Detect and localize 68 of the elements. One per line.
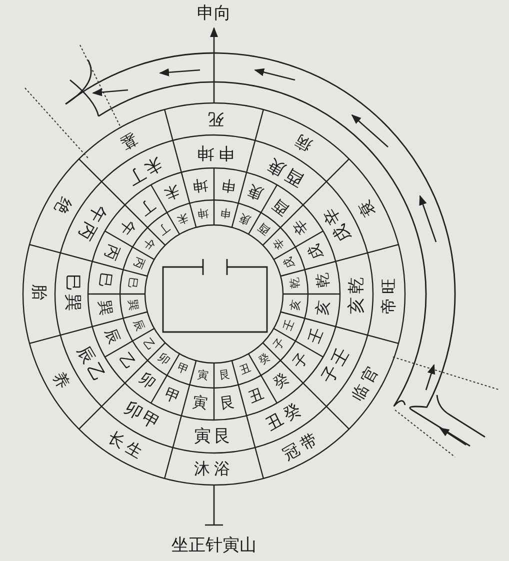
stage-label: 病 xyxy=(288,130,314,154)
stage-label: 死 xyxy=(204,111,224,127)
mountain-label: 戌辛 xyxy=(320,201,355,244)
mountain-label: 酉庚 xyxy=(264,153,307,188)
mountain-label: 申 xyxy=(220,176,237,194)
mountain-label: 巳巽 xyxy=(63,274,80,314)
mountain-label: 卯 xyxy=(156,350,172,366)
stage-label: 胎 xyxy=(31,284,47,304)
mountain-label: 辛 xyxy=(290,216,312,238)
mountain-label: 亥 xyxy=(314,300,332,317)
mountain-label: 未 xyxy=(176,212,190,226)
mountain-label: 艮 xyxy=(220,394,237,412)
mountain-label: 坤 xyxy=(197,207,210,220)
mountain-label: 丑 xyxy=(238,362,252,376)
mountain-label: 巽 xyxy=(127,298,140,311)
mountain-label: 巽 xyxy=(96,300,114,317)
mountain-label: 丙 xyxy=(132,256,146,270)
mountain-label: 乾 xyxy=(288,277,301,290)
mountain-label: 丁 xyxy=(136,196,158,218)
mountain-label: 壬 xyxy=(306,326,326,346)
mountain-label: 甲 xyxy=(176,362,190,376)
mountain-label: 亥乾 xyxy=(348,274,365,314)
mountain-label: 巳 xyxy=(96,271,114,288)
mountain-label: 乙 xyxy=(116,350,138,372)
mountain-label: 午丙 xyxy=(73,201,108,244)
mountain-label: 亥 xyxy=(288,298,301,311)
mountain-label: 子 xyxy=(270,336,286,352)
mountain-label: 辰乙 xyxy=(73,344,108,387)
mountain-label: 寅 xyxy=(197,368,210,381)
mountain-label: 壬 xyxy=(282,318,296,332)
mountain-label: 酉 xyxy=(270,196,292,218)
mountain-label: 癸 xyxy=(256,350,272,366)
mountain-label: 丑 xyxy=(246,386,266,406)
stage-label: 养 xyxy=(50,368,74,394)
direction-label: 申向 xyxy=(197,6,231,22)
mountain-label: 申坤 xyxy=(194,143,234,160)
mountain-label: 乾 xyxy=(314,271,332,288)
mountain-label: 戌 xyxy=(306,242,326,262)
mountain-label: 庚 xyxy=(238,212,252,226)
mountain-label: 丁 xyxy=(156,222,172,238)
mountain-label: 癸 xyxy=(270,370,292,392)
mountain-label: 辰 xyxy=(132,318,146,332)
mountain-label: 甲 xyxy=(162,386,182,406)
mountain-label: 未 xyxy=(162,182,182,202)
mountain-label: 寅艮 xyxy=(194,428,234,445)
mountain-label: 申 xyxy=(218,207,231,220)
mountain-label: 寅 xyxy=(191,394,208,412)
mountain-label: 酉 xyxy=(256,222,272,238)
mountain-label: 乙 xyxy=(142,336,158,352)
mountain-label: 戌 xyxy=(282,256,296,270)
mountain-label: 子 xyxy=(290,350,312,372)
stage-label: 绝 xyxy=(50,194,74,220)
mountain-label: 辰 xyxy=(102,326,122,346)
mountain-label: 卯 xyxy=(136,370,158,392)
mountain-label: 庚 xyxy=(246,182,266,202)
mountain-label: 坤 xyxy=(191,176,208,194)
stage-label: 帝旺 xyxy=(381,274,397,314)
stage-label: 沐浴 xyxy=(194,461,234,477)
stage-label: 衰 xyxy=(354,194,378,220)
mountain-label: 辛 xyxy=(270,236,286,252)
sitting-label: 坐正针寅山 xyxy=(172,538,256,554)
mountain-label: 未丁 xyxy=(121,153,164,188)
stage-label: 墓 xyxy=(114,130,140,154)
mountain-label: 午 xyxy=(142,236,158,252)
mountain-label: 艮 xyxy=(218,368,231,381)
mountain-label: 午 xyxy=(116,216,138,238)
mountain-label: 丙 xyxy=(102,242,122,262)
mountain-label: 巳 xyxy=(127,277,140,290)
